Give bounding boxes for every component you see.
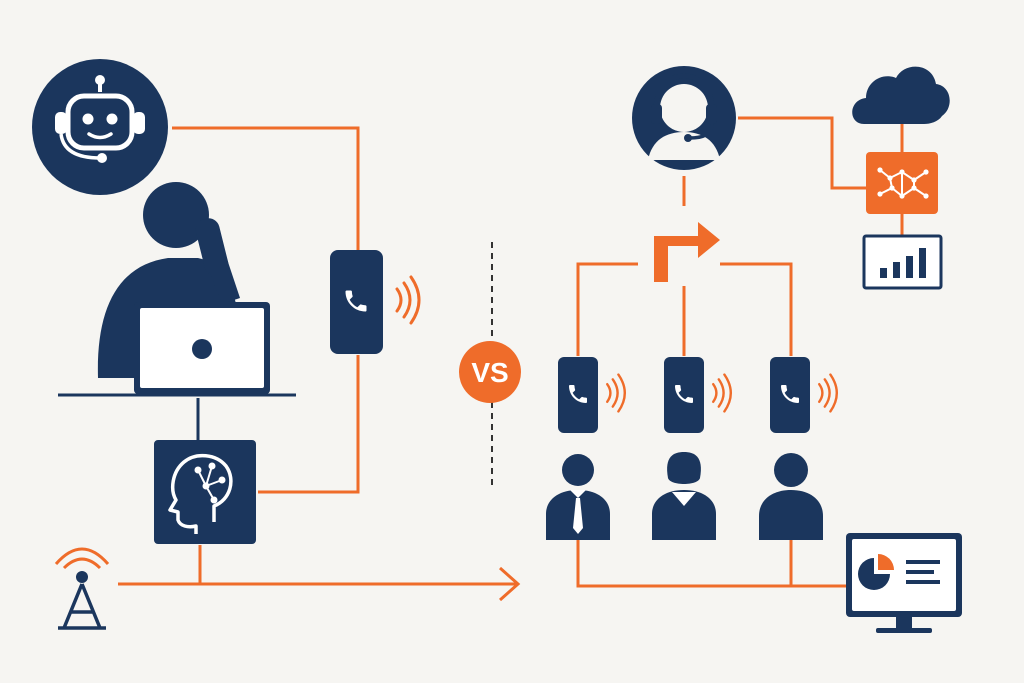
left-connectors	[118, 126, 521, 602]
router-right-branch	[720, 262, 793, 356]
laptop-icon	[134, 302, 270, 394]
agent-to-cloud-line	[738, 116, 866, 190]
businesswoman-icon	[652, 452, 716, 540]
person-on-phone-icon	[97, 182, 240, 378]
agent-headset-icon	[632, 66, 736, 170]
smartphone-ringing-icon-1	[558, 357, 627, 433]
routing-arrow-icon	[654, 222, 720, 282]
phone-to-brain-line	[258, 355, 360, 494]
smartphone-ringing-icon-3	[770, 357, 839, 433]
cloud-icon	[852, 66, 950, 124]
ai-chip-icon	[866, 152, 938, 214]
robot-to-phone-line	[172, 126, 360, 250]
agents-to-dashboard-line	[576, 540, 846, 588]
vs-badge: VS	[459, 341, 521, 403]
smartphone-ringing-icon-2	[664, 357, 733, 433]
router-left-branch	[576, 262, 638, 356]
timeline-arrowhead	[499, 566, 521, 602]
smartphone-ringing-icon	[330, 250, 421, 354]
right-connectors	[576, 116, 904, 588]
user-icon	[759, 453, 823, 540]
businessman-icon	[546, 454, 610, 540]
ai-brain-icon	[154, 440, 256, 544]
dashboard-monitor-icon	[846, 533, 962, 633]
bar-chart-icon	[862, 234, 943, 290]
signal-tower-icon	[54, 547, 110, 630]
vs-label: VS	[471, 357, 508, 388]
robot-headset-icon	[32, 59, 168, 195]
